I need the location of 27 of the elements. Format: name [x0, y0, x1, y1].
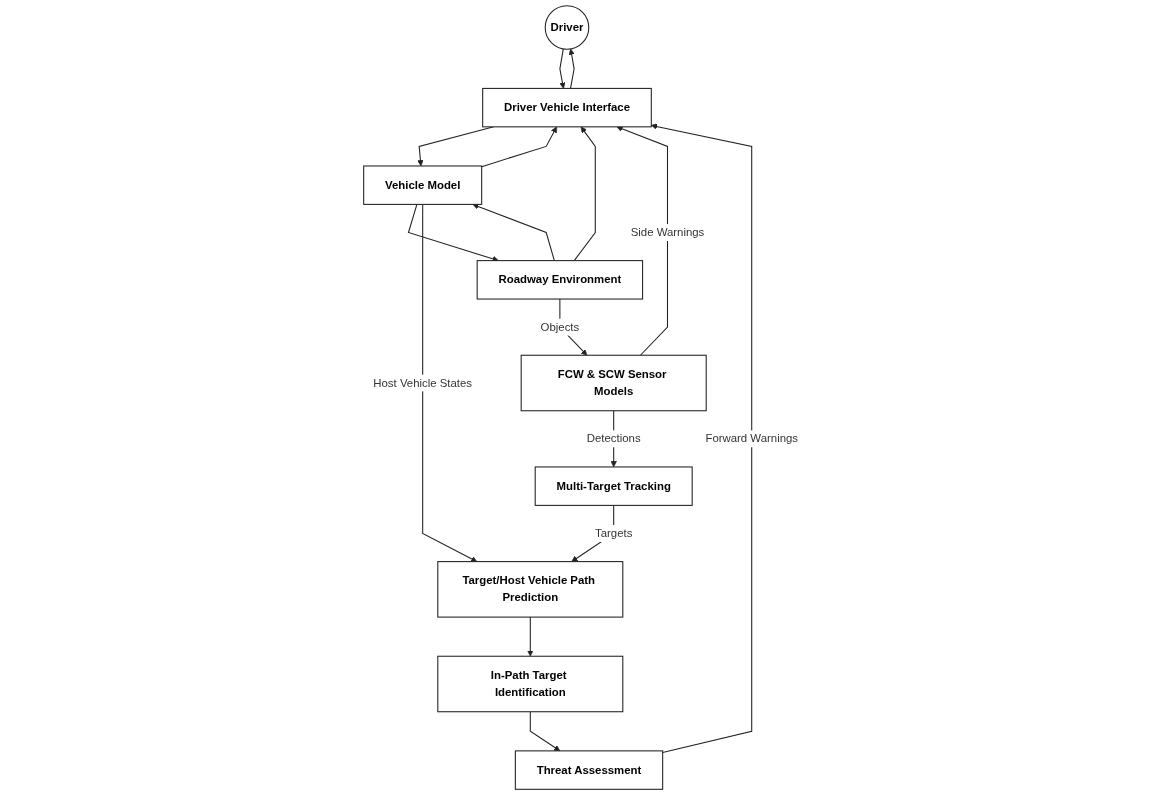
node-box: Vehicle Model — [362, 165, 482, 205]
arrow — [650, 123, 752, 754]
node-box: Target/Host Vehicle Path Prediction — [436, 561, 623, 618]
arrow — [480, 126, 557, 168]
arrow — [616, 125, 668, 356]
edge-label: Forward Warnings — [705, 432, 798, 445]
arrow — [416, 126, 494, 167]
arrow — [573, 126, 596, 262]
edge-label: Side Warnings — [630, 226, 704, 239]
node-box: Driver Vehicle Interface — [481, 87, 652, 128]
node-circle: Driver — [544, 5, 589, 50]
arrow — [529, 711, 560, 752]
arrow — [568, 48, 575, 89]
node-box: FCW & SCW Sensor Models — [520, 354, 707, 412]
edge-label: Detections — [586, 432, 641, 445]
node-box: Threat Assessment — [514, 750, 663, 790]
arrow — [407, 203, 499, 262]
node-box: Multi-Target Tracking — [534, 466, 693, 506]
edge-label: Targets — [594, 527, 632, 540]
arrow — [526, 616, 534, 657]
node-box: In-Path Target Identification — [436, 655, 623, 713]
node-box: Roadway Environment — [476, 260, 643, 300]
arrow — [421, 203, 477, 562]
arrow — [472, 203, 555, 262]
arrow — [558, 48, 566, 89]
edge-label: Host Vehicle States — [372, 376, 472, 389]
edge-label: Objects — [540, 320, 579, 333]
